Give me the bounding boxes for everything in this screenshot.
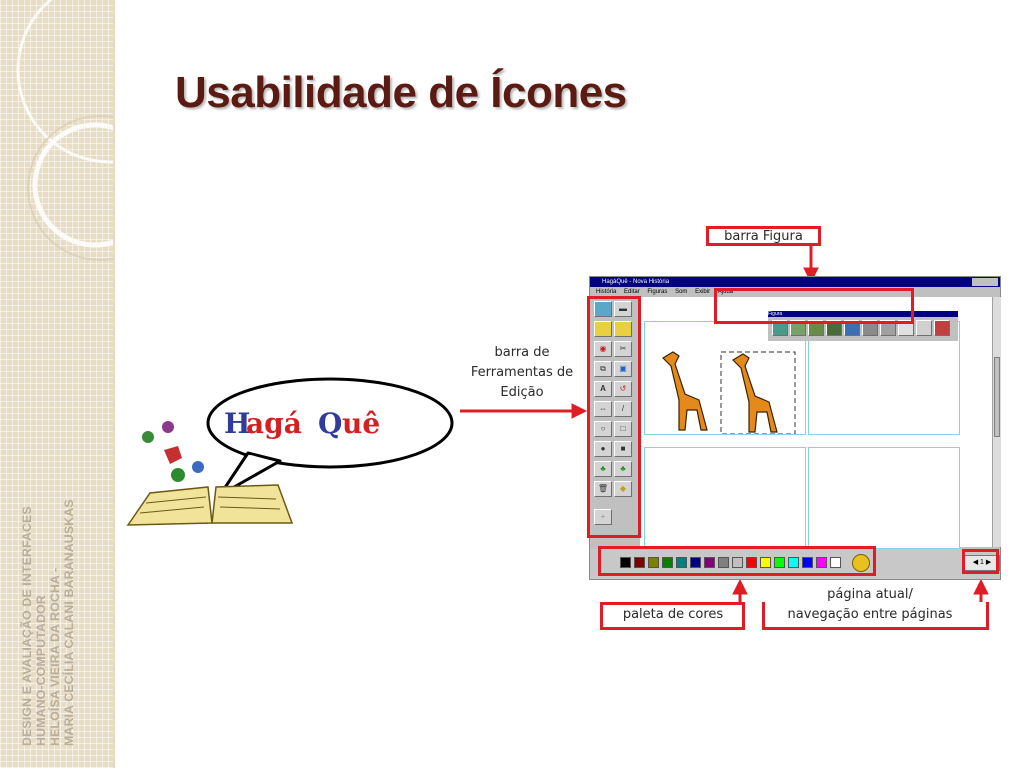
menu-item[interactable]: Figuras [647,289,668,295]
color-swatch[interactable] [648,557,659,568]
edit-toolbox: ▬ ◉ ✂ ⧉ ▣ A ↺ ⇔ / ○ □ ● ■ ♣ ♣ 🗑 ◆ + [592,299,638,537]
color-swatch[interactable] [816,557,827,568]
highlight-color-palette [598,546,876,576]
current-page-number: 1 [980,559,984,566]
person-icon[interactable] [844,320,860,336]
highlight-page-nav [962,549,999,574]
figure-down-icon[interactable]: ♣ [614,461,632,477]
menu-item[interactable]: Ajuda [717,289,734,295]
vehicle-icon[interactable] [934,320,950,336]
menu-item[interactable]: Som [675,289,688,295]
hagaque-app-window: HagáQuê - Nova História História Editar … [589,276,1001,580]
open-book-icon [126,484,294,526]
svg-text:agá: agá [246,407,302,440]
side-decoration-band: DESIGN E AVALIAÇÃO DE INTERFACES HUMANO-… [0,0,115,768]
figure-toolbar-title: Figura [768,311,958,317]
hagaque-logo: H agá Q uê [126,377,454,526]
menu-item[interactable]: História [596,289,617,295]
character-icon[interactable] [826,320,842,336]
color-swatch[interactable] [718,557,729,568]
page-navigator[interactable]: ◀ 1 ▶ [964,555,1000,571]
callout-line: Ferramentas de [470,365,574,380]
trash-icon[interactable]: 🗑 [594,481,612,497]
callout-pagina-box [762,602,989,630]
line-icon[interactable]: / [614,401,632,417]
undo-icon[interactable]: ↺ [614,381,632,397]
copy-icon[interactable]: ⧉ [594,361,612,377]
callout-pagina-atual: página atual/ navegação entre páginas [760,585,980,625]
callout-line: navegação entre páginas [787,607,953,622]
callout-barra-figura: barra Figura [724,229,803,244]
select-icon[interactable] [594,301,612,317]
callout-paleta-box [600,602,745,630]
scenery-icon[interactable] [772,320,788,336]
color-swatch[interactable] [830,557,841,568]
flip-vertical-icon[interactable] [614,321,632,337]
ellipse-icon[interactable]: ○ [594,421,612,437]
callout-paleta-cores: paleta de cores [622,607,724,622]
cut-icon[interactable]: ✂ [614,341,632,357]
callout-line: página atual/ [827,587,913,602]
color-swatch[interactable] [662,557,673,568]
text-icon[interactable]: A [594,381,612,397]
color-swatch[interactable] [802,557,813,568]
landscape-icon[interactable] [790,320,806,336]
comic-panel[interactable] [644,447,806,549]
figure-up-icon[interactable]: ♣ [594,461,612,477]
object-icon[interactable] [862,320,878,336]
palette-wheel-icon[interactable] [852,554,870,572]
window-controls[interactable] [972,278,998,286]
fill-bucket-icon[interactable]: ▣ [614,361,632,377]
comic-page-canvas[interactable]: Figura [640,297,992,549]
color-swatch[interactable] [676,557,687,568]
filled-ellipse-icon[interactable]: ● [594,441,612,457]
color-swatch[interactable] [620,557,631,568]
decorative-rings [16,0,113,261]
thought-balloon-icon[interactable] [916,320,932,336]
color-swatch[interactable] [634,557,645,568]
color-swatch[interactable] [788,557,799,568]
color-swatch[interactable] [760,557,771,568]
filled-rectangle-icon[interactable]: ■ [614,441,632,457]
figure-toolbar: Figura [768,311,958,341]
move-icon[interactable]: ⇔ [594,401,612,417]
svg-text:uê: uê [342,407,380,440]
eraser-icon[interactable]: ◆ [614,481,632,497]
rotate-icon[interactable]: ◉ [594,341,612,357]
callout-figura-box [706,226,821,246]
svg-text:H: H [224,407,250,440]
page-prev-icon[interactable]: ◀ [972,559,979,566]
color-swatch[interactable] [690,557,701,568]
flip-horizontal-icon[interactable] [594,321,612,337]
menu-item[interactable]: Exibir [695,289,711,295]
app-window-title: HagáQuê - Nova História [602,279,670,285]
callout-line: Edição [500,385,544,400]
speech-balloon-icon[interactable] [898,320,914,336]
page-next-icon[interactable]: ▶ [985,559,992,566]
highlight-figure-bar [714,288,914,324]
menu-item[interactable]: Editar [624,289,640,295]
color-swatch[interactable] [732,557,743,568]
zoom-icon[interactable]: + [594,509,612,525]
flying-characters-icon [142,421,204,482]
callout-line: barra de [494,345,550,360]
comic-panel[interactable] [808,447,960,549]
tools-icon[interactable] [880,320,896,336]
app-menu-bar: História Editar Figuras Som Exibir Ajuda [590,287,1000,297]
slide-title: Usabilidade de Ícones [175,68,627,117]
callout-barra-ferramentas: barra de Ferramentas de Edição [452,343,592,403]
vertical-scrollbar[interactable] [992,297,1001,547]
svg-text:Q: Q [318,407,342,440]
scroll-thumb[interactable] [994,357,1000,437]
color-swatch[interactable] [746,557,757,568]
highlight-edit-toolbox [587,296,641,538]
brush-icon[interactable]: ▬ [614,301,632,317]
tree-icon[interactable] [808,320,824,336]
color-swatch[interactable] [704,557,715,568]
color-swatch[interactable] [774,557,785,568]
rectangle-icon[interactable]: □ [614,421,632,437]
app-title-bar: HagáQuê - Nova História [590,277,1000,287]
